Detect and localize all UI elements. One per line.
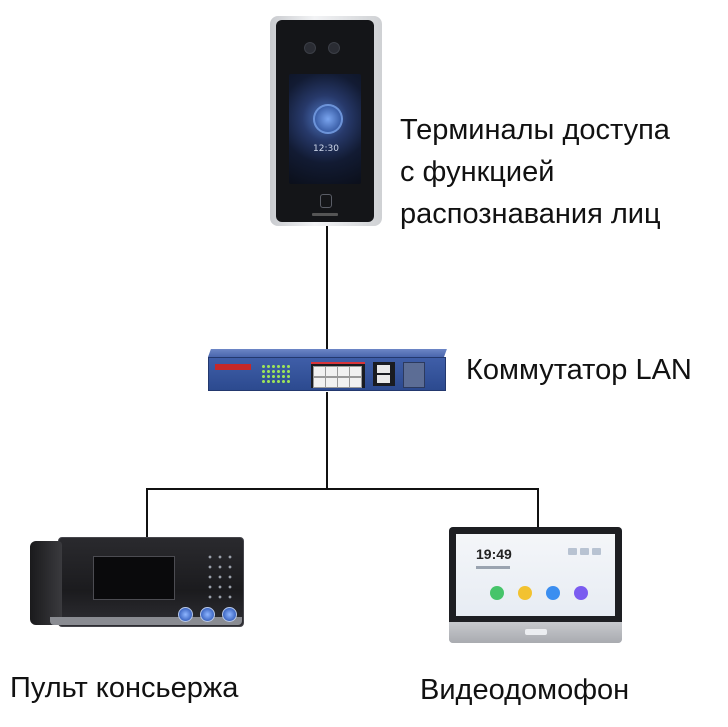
terminal-label-line-1: Терминалы доступа <box>400 114 670 146</box>
terminal-screen-time: 12:30 <box>313 144 339 154</box>
switch-sfp-ports <box>403 362 425 388</box>
switch-front-panel <box>208 357 446 391</box>
connector-to-intercom <box>537 488 539 528</box>
fingerprint-button-icon <box>320 194 332 208</box>
console-base <box>50 617 242 625</box>
intercom-screen: 19:49 <box>456 534 615 616</box>
terminal-camera-icon <box>304 42 316 54</box>
console-handset-icon <box>30 541 62 625</box>
console-panel <box>58 537 244 627</box>
terminal-label-line-2: с функцией <box>400 156 555 188</box>
switch-status-leds-icon <box>261 364 291 384</box>
face-scan-icon <box>313 104 343 134</box>
status-icon <box>580 548 589 555</box>
message-app-icon <box>518 586 532 600</box>
switch-ethernet-ports <box>311 362 365 388</box>
face-recognition-terminal-image: 12:30 <box>270 16 382 226</box>
switch-top-panel <box>208 349 447 357</box>
intercom-screen-time: 19:49 <box>476 546 512 562</box>
console-display <box>93 556 175 600</box>
console-button-icon <box>222 607 237 622</box>
switch-label: Коммутатор LAN <box>466 354 692 386</box>
console-keypad-icon <box>205 552 235 602</box>
intercom-brand-mark <box>525 629 547 635</box>
switch-uplink-ports <box>373 362 395 386</box>
concierge-label: Пульт консьержа <box>10 672 239 704</box>
lan-switch-image <box>208 349 447 393</box>
settings-app-icon <box>574 586 588 600</box>
status-icon <box>592 548 601 555</box>
status-icon <box>568 548 577 555</box>
intercom-date-text <box>476 566 510 569</box>
terminal-brand-mark <box>312 213 338 216</box>
connector-switch-trunk <box>326 392 328 489</box>
connector-terminal-switch <box>326 226 328 350</box>
switch-brand-logo <box>215 364 251 370</box>
console-button-icon <box>200 607 215 622</box>
terminal-screen: 12:30 <box>289 74 361 184</box>
call-app-icon <box>490 586 504 600</box>
video-intercom-image: 19:49 <box>449 527 622 643</box>
console-button-icon <box>178 607 193 622</box>
terminal-label-line-3: распознавания лиц <box>400 198 661 230</box>
connector-horizontal-bus <box>146 488 539 490</box>
terminal-camera-icon <box>328 42 340 54</box>
terminal-body: 12:30 <box>276 20 374 222</box>
connector-to-concierge <box>146 488 148 538</box>
intercom-screen-frame: 19:49 <box>449 527 622 622</box>
concierge-console-image <box>30 537 244 627</box>
monitor-app-icon <box>546 586 560 600</box>
intercom-label: Видеодомофон <box>420 674 630 706</box>
